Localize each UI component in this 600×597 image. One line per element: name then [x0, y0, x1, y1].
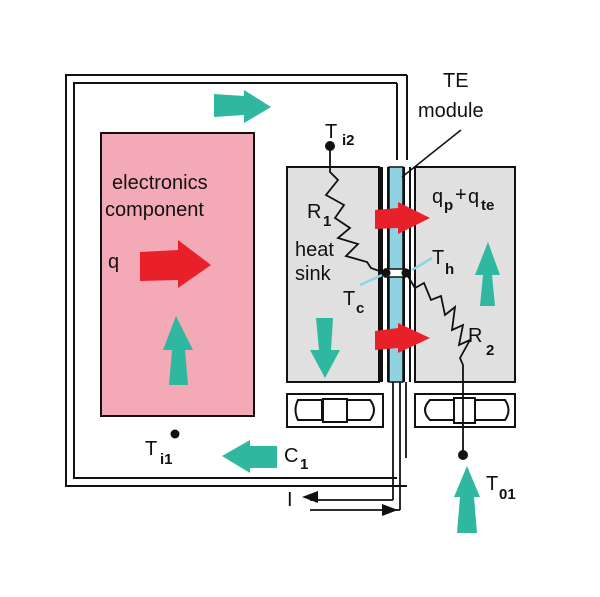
th-pointer: [411, 256, 433, 272]
te-label-1: TE: [443, 70, 469, 92]
th-subscript: h: [445, 261, 454, 278]
air-arrow-up-right-sink: [475, 242, 500, 306]
tc-subscript: c: [356, 300, 364, 317]
current-arrow-left: [302, 491, 318, 503]
r1-label: R: [307, 201, 321, 223]
air-arrow-down-left-sink: [310, 318, 340, 378]
heat-arrow-upper: [375, 202, 430, 234]
component-label-2: component: [105, 199, 204, 221]
te-pointer: [401, 129, 462, 178]
r1-resistor: [324, 146, 386, 274]
r2-resistor: [405, 272, 473, 455]
t01-node: [458, 450, 468, 460]
plus-sign: +: [455, 184, 467, 206]
qte-label: q: [468, 186, 479, 208]
t01-subscript: 01: [499, 486, 516, 503]
current-label: I: [287, 489, 293, 511]
air-arrow-right-top: [214, 90, 271, 123]
t01-label: T: [486, 473, 498, 495]
tc-pointer: [359, 273, 383, 287]
r2-label: R: [468, 325, 482, 347]
heat-sink-left: [286, 166, 380, 383]
heat-arrow-lower: [375, 323, 430, 353]
r2-subscript: 2: [486, 342, 494, 359]
enclosure: [65, 74, 408, 487]
air-arrow-up-component: [163, 316, 193, 385]
te-label-2: module: [418, 100, 484, 122]
ti1-subscript: i1: [160, 451, 173, 468]
ti1-label: T: [145, 438, 157, 460]
heat-sink-label-1: heat: [295, 239, 334, 261]
fan-left: [286, 393, 384, 428]
ti1-node: [170, 429, 180, 439]
c1-label: C: [284, 445, 298, 467]
c1-subscript: 1: [300, 456, 308, 473]
th-label: T: [432, 247, 444, 269]
qp-subscript: p: [444, 197, 453, 214]
r1-subscript: 1: [323, 213, 331, 230]
tc-label: T: [343, 288, 355, 310]
air-arrow-left-bottom: [222, 440, 277, 473]
component-label-1: electronics: [112, 172, 208, 194]
tc-node: [381, 268, 391, 278]
q-label: q: [108, 251, 119, 273]
fan-right: [414, 393, 516, 428]
air-arrow-up-outside: [454, 466, 480, 533]
qte-subscript: te: [481, 197, 494, 214]
ti2-label: T: [325, 121, 337, 143]
qp-label: q: [432, 186, 443, 208]
ti2-subscript: i2: [342, 132, 355, 149]
heat-sink-label-2: sink: [295, 263, 332, 285]
current-arrow-right: [382, 504, 398, 516]
heat-arrow-q: [140, 240, 211, 288]
